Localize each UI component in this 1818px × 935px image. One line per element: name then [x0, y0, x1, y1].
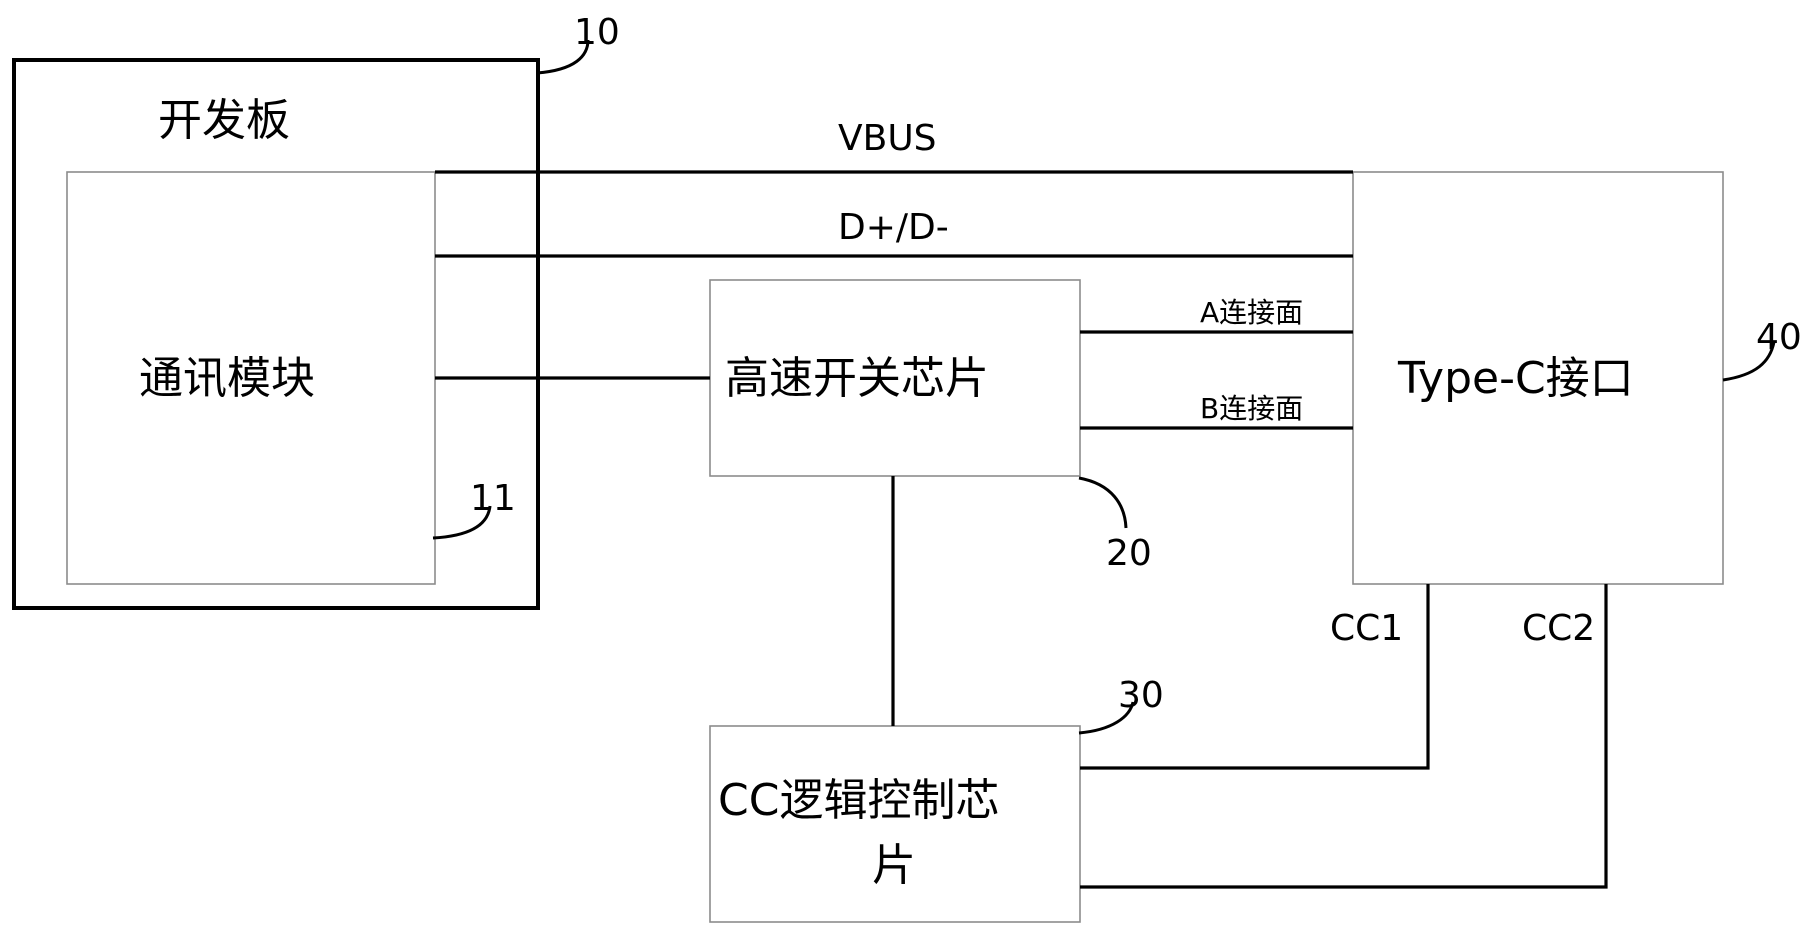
cc2-label: CC2	[1522, 608, 1595, 649]
ref-leader-20	[1078, 476, 1128, 529]
dpdm-label: D+/D-	[838, 207, 949, 248]
ref-leader-40	[1722, 341, 1776, 382]
cc2-line	[1080, 584, 1608, 889]
switch-chip-box	[709, 279, 1081, 477]
cc1-label: CC1	[1330, 608, 1403, 649]
cc1-line	[1080, 584, 1430, 770]
cc-chip-box	[709, 725, 1081, 923]
typec-box	[1352, 171, 1724, 585]
ref-number-20: 20	[1106, 533, 1152, 574]
ref-leader-30	[1078, 701, 1135, 735]
cc-chip-label-line2: 片	[872, 840, 916, 891]
dev-board-label: 开发板	[158, 95, 290, 146]
ref-leader-10	[536, 39, 590, 75]
switch-chip-label: 高速开关芯片	[725, 353, 989, 404]
ref-number-30: 30	[1118, 675, 1164, 716]
ref-leader-11	[432, 505, 492, 540]
ref-number-10: 10	[574, 12, 620, 53]
typec-label: Type-C接口	[1397, 353, 1634, 404]
comm-module-label: 通讯模块	[139, 353, 315, 404]
dev-board-frame	[12, 58, 540, 610]
b-side-label: B连接面	[1200, 392, 1303, 425]
vbus-label: VBUS	[838, 118, 937, 159]
ref-number-11: 11	[470, 478, 516, 519]
ref-number-40: 40	[1756, 317, 1802, 358]
comm-module-box	[66, 171, 436, 585]
cc-chip-label-line1: CC逻辑控制芯	[718, 775, 999, 826]
a-side-label: A连接面	[1200, 296, 1303, 329]
